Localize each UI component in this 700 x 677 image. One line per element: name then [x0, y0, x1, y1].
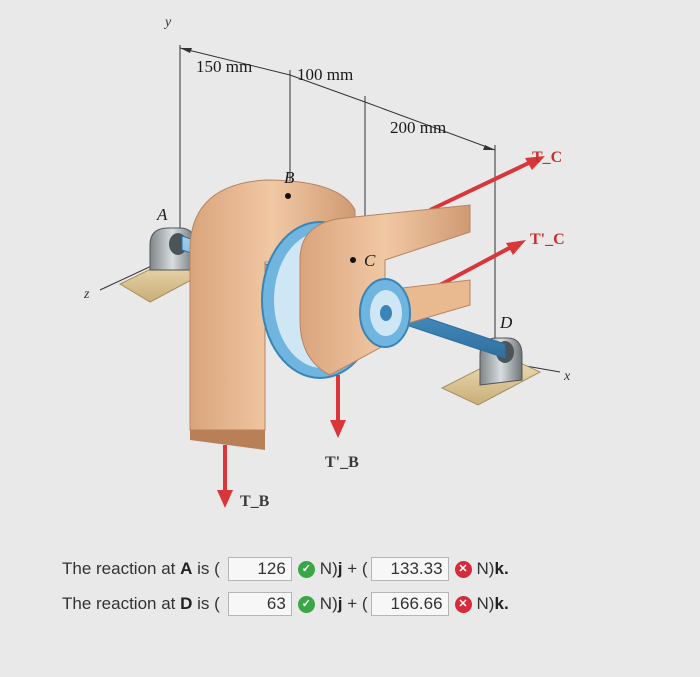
reaction-a-j-input[interactable]: 126	[227, 557, 292, 581]
dimension-200: 200 mm	[390, 118, 446, 137]
reaction-d-k-unit: N)k.	[476, 594, 509, 613]
z-axis-label: z	[83, 287, 90, 302]
point-d-label: D	[499, 313, 513, 332]
check-circle-icon: ✓	[297, 560, 315, 578]
reaction-d-k-input[interactable]: 166.66	[370, 592, 449, 616]
x-axis-label: x	[563, 369, 571, 384]
check-circle-icon: ✓	[297, 595, 315, 613]
reaction-d-label: The reaction at D is (	[62, 594, 220, 613]
point-b-label: B	[284, 168, 295, 187]
dimension-100: 100 mm	[297, 65, 353, 84]
force-tb-prime-label: T'_B	[325, 454, 359, 471]
reaction-a-j-unit: N)j + (	[319, 559, 368, 578]
point-a-label: A	[156, 205, 168, 224]
reaction-d-j-input[interactable]: 63	[227, 592, 292, 616]
point-c-label: C	[364, 251, 376, 270]
reaction-a-k-input[interactable]: 133.33	[370, 557, 449, 581]
reaction-a-k-unit: N)k.	[476, 559, 509, 578]
reaction-a-row: The reaction at A is ( 126 ✓ N)j + ( 133…	[62, 555, 509, 583]
dimension-150: 150 mm	[196, 57, 252, 76]
force-tc-label: T_C	[532, 149, 562, 166]
force-tc-prime-label: T'_C	[530, 231, 565, 248]
reaction-d-j-unit: N)j + (	[319, 594, 368, 613]
shaft-figure: y z x 150 mm 100 mm 200 mm A	[83, 15, 571, 510]
y-axis-label: y	[163, 15, 172, 30]
force-tb-label: T_B	[240, 493, 270, 510]
reaction-d-row: The reaction at D is ( 63 ✓ N)j + ( 166.…	[62, 590, 509, 618]
reaction-a-label: The reaction at A is (	[62, 559, 220, 578]
x-circle-icon: ✕	[454, 560, 472, 578]
x-circle-icon: ✕	[454, 595, 472, 613]
